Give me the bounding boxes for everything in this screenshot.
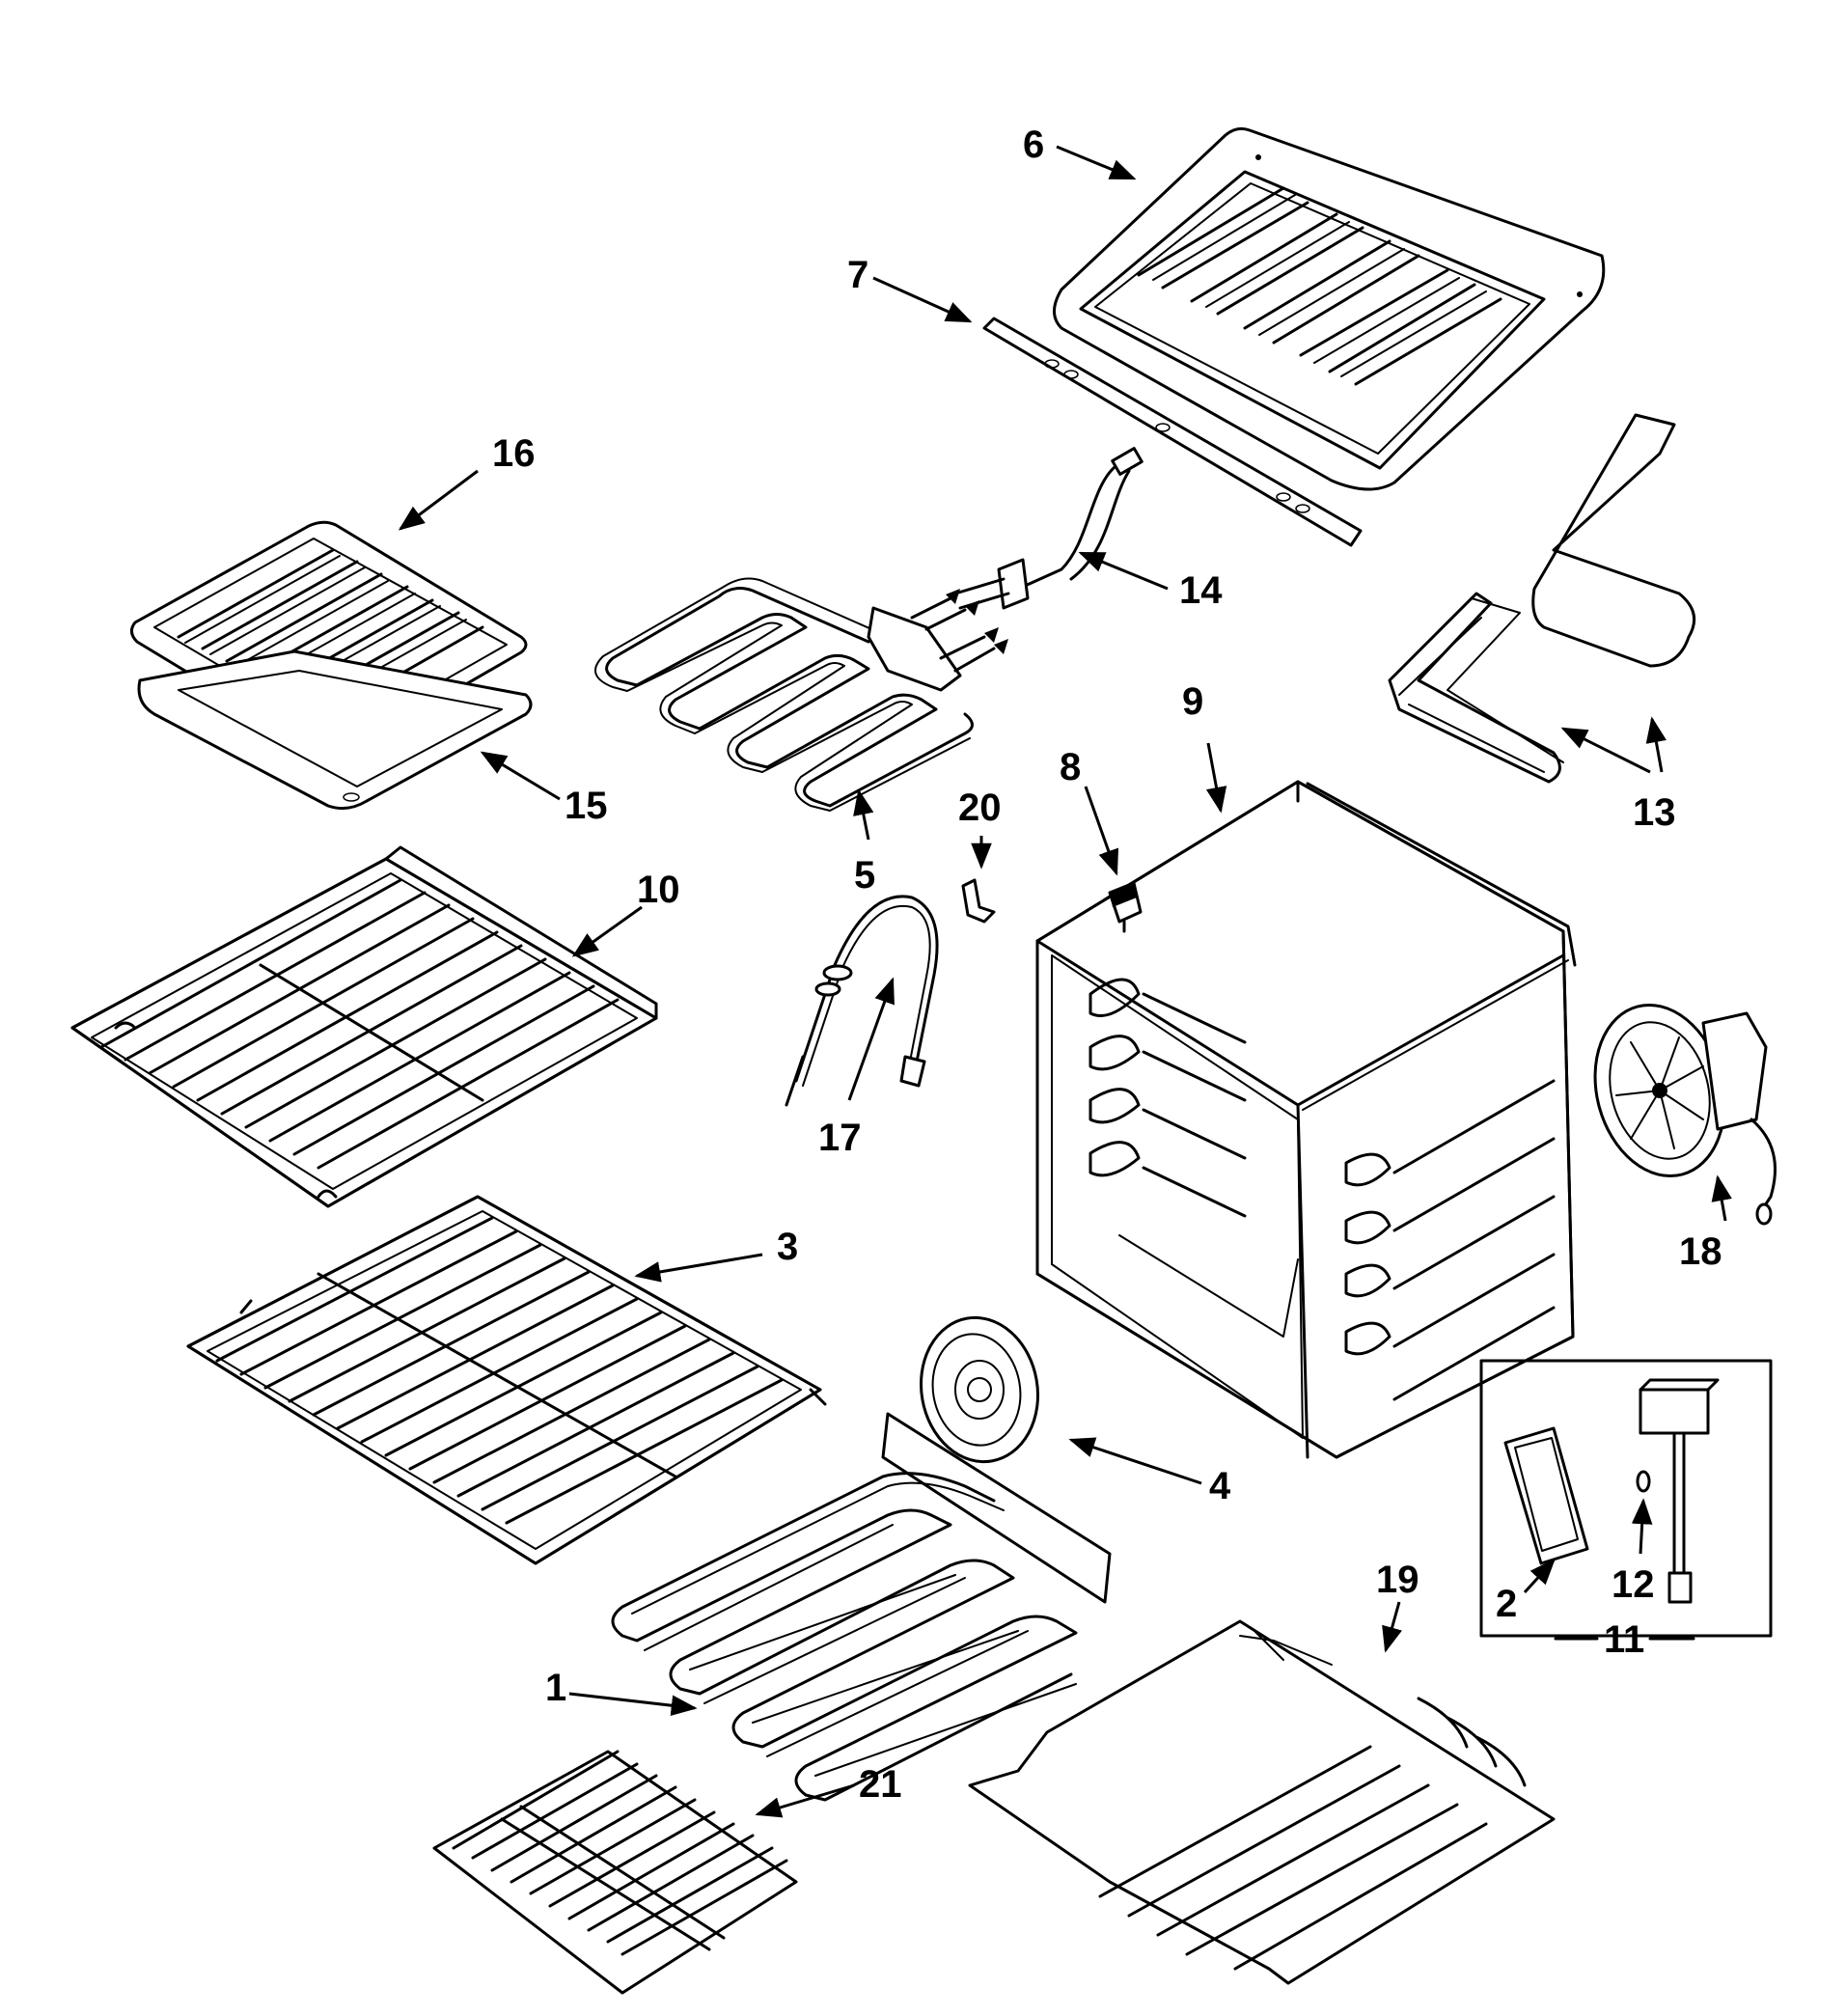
- part-13-insulation: [1388, 413, 1696, 784]
- part-5-element: [594, 577, 1008, 812]
- part-11-light-assembly-box: [1479, 1359, 1773, 1638]
- label-19: 19: [1376, 1559, 1419, 1601]
- label-15: 15: [565, 785, 608, 827]
- label-13: 13: [1633, 791, 1676, 834]
- part-14-wire-harness: [953, 447, 1143, 610]
- label-7: 7: [847, 254, 868, 296]
- part-17-temperature-sensor: [785, 895, 939, 1107]
- part-1-bake-element: [611, 1412, 1112, 1802]
- label-18: 18: [1679, 1230, 1722, 1273]
- part-2-light-lens: [1503, 1426, 1589, 1565]
- label-2: 2: [1496, 1583, 1517, 1625]
- part-12-light-bulb: [1636, 1470, 1651, 1493]
- label-8: 8: [1060, 746, 1081, 788]
- part-3-oven-rack: [186, 1195, 827, 1565]
- label-5: 5: [854, 854, 875, 897]
- part-20-clip: [961, 878, 996, 924]
- part-4-fan-cover: [919, 1315, 1040, 1464]
- part-6-broil-element-plate: [1053, 126, 1606, 491]
- label-20: 20: [958, 787, 1002, 829]
- part-9-oven-cavity: [1035, 780, 1577, 1459]
- label-17: 17: [818, 1117, 862, 1159]
- label-6: 6: [1023, 124, 1044, 166]
- label-3: 3: [777, 1226, 798, 1268]
- leader-arrows: [398, 145, 1732, 1818]
- part-15-broiler-pan: [137, 649, 533, 811]
- part-labels: 6 7 16 14 9 15 8 20 5 13 10 17 18 3 4 19…: [492, 124, 1722, 1806]
- label-11: 11: [1604, 1618, 1644, 1661]
- label-4: 4: [1209, 1465, 1231, 1507]
- label-10: 10: [637, 869, 680, 911]
- label-12: 12: [1612, 1563, 1655, 1606]
- label-1: 1: [545, 1667, 566, 1709]
- label-14: 14: [1179, 569, 1223, 612]
- part-19-oven-bottom: [968, 1619, 1556, 1985]
- part-18-convection-fan: [1593, 1003, 1777, 1226]
- part-21-half-rack: [432, 1750, 798, 1995]
- part-10-oven-rack: [70, 845, 658, 1208]
- part-7-bracket-bar: [982, 317, 1363, 547]
- label-21: 21: [859, 1763, 902, 1806]
- part-11-light-housing: [1639, 1378, 1720, 1604]
- label-16: 16: [492, 432, 536, 475]
- part-8-switch: [1108, 881, 1143, 933]
- label-9: 9: [1182, 680, 1203, 723]
